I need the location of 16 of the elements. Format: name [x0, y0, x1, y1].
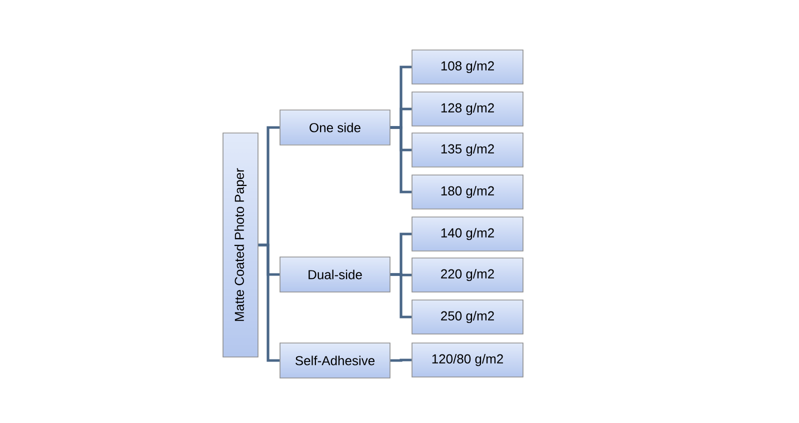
weight-box: 250 g/m2 — [412, 300, 524, 334]
weight-box: 135 g/m2 — [412, 132, 524, 168]
weight-box: 220 g/m2 — [412, 258, 524, 292]
weight-box: 108 g/m2 — [412, 50, 524, 84]
type-box: One side — [280, 110, 390, 146]
weight-box: 140 g/m2 — [412, 216, 524, 252]
type-box: Self-Adhesive — [280, 342, 390, 378]
weight-box: 120/80 g/m2 — [412, 342, 524, 378]
connector-line — [390, 273, 412, 318]
connector-line — [258, 244, 280, 362]
weight-box: 180 g/m2 — [412, 174, 524, 210]
connector-line — [390, 126, 412, 194]
type-box: Dual-side — [280, 256, 390, 292]
connector-line — [390, 358, 412, 362]
category-box: Matte Coated Photo Paper — [222, 132, 258, 358]
weight-box: 128 g/m2 — [412, 92, 524, 126]
